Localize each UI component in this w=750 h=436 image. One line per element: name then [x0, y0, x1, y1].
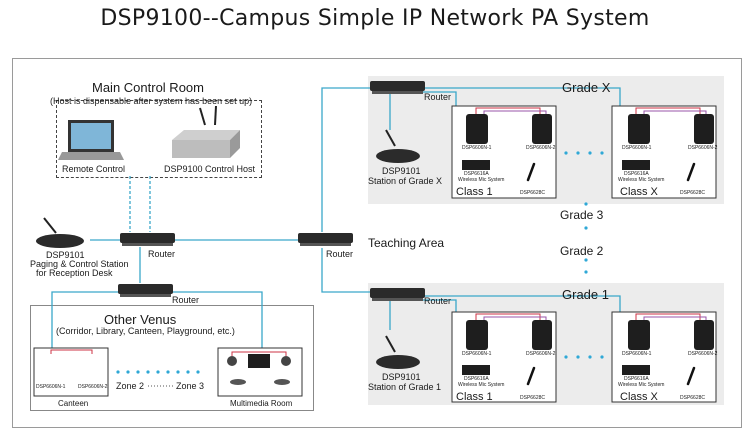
laptop-icon [58, 120, 124, 160]
wireless-receiver-icon [622, 365, 650, 375]
speaker-icon [532, 114, 552, 144]
amp-label: Wireless Mic System [618, 177, 665, 183]
router-icon [118, 284, 173, 297]
multimedia-room-label: Multimedia Room [230, 399, 293, 408]
amp-label: Wireless Mic System [618, 382, 665, 388]
reception-model: DSP9101 [46, 250, 85, 260]
grade-x-station-label: Station of Grade X [368, 176, 443, 186]
speaker-label: DSP6606N-2 [688, 145, 718, 151]
grade-1-station-label: Station of Grade 1 [368, 382, 442, 392]
amp-model: DSP6616A [464, 171, 489, 177]
classroom-audio-links [475, 107, 707, 320]
speaker-label: DSP6606N-1 [622, 145, 652, 151]
other-venus-sub: (Corridor, Library, Canteen, Playground,… [56, 326, 235, 336]
control-host-icon [172, 105, 240, 158]
zone-3-label: Zone 3 [176, 381, 205, 391]
speaker-label: DSP6606N-1 [462, 351, 492, 357]
canteen-label: Canteen [58, 399, 89, 408]
wireless-mic-icon [686, 366, 696, 386]
grade-x-heading: Grade X [562, 80, 611, 95]
speaker-icon [532, 320, 552, 350]
canteen-speaker-1: DSP6606N-1 [36, 384, 66, 390]
other-venus-heading: Other Venus [104, 312, 177, 327]
speaker-icon [466, 114, 488, 144]
grade-2-label: Grade 2 [560, 244, 604, 258]
speaker-label: DSP6606N-1 [462, 145, 492, 151]
paging-station-icon [376, 129, 420, 163]
teaching-area-label: Teaching Area [368, 236, 445, 250]
main-control-room-box [56, 100, 262, 178]
multimedia-equipment-icon [227, 351, 291, 385]
canteen-box [33, 347, 109, 397]
canteen-speaker-2: DSP6606N-2 [78, 384, 108, 390]
zone-2-label: Zone 2 [116, 381, 145, 391]
mic-label: DSP6628C [680, 395, 706, 401]
grade-1-heading: Grade 1 [562, 287, 609, 302]
amp-model: DSP6616A [624, 376, 649, 382]
router-label: Router [326, 249, 354, 259]
grade-1-station-model: DSP9101 [382, 372, 421, 382]
wireless-receiver-icon [462, 365, 490, 375]
grade-3-label: Grade 3 [560, 208, 604, 222]
remote-control-label: Remote Control [62, 164, 126, 174]
speaker-icon [628, 320, 650, 350]
amp-model: DSP6616A [464, 376, 489, 382]
main-control-room-heading: Main Control Room [92, 80, 204, 95]
speaker-icon [628, 114, 650, 144]
amp-label: Wireless Mic System [458, 382, 505, 388]
grade-x-class1: Class 1 [456, 186, 493, 198]
grade-1-classx: Class X [620, 391, 658, 403]
grade-x-classx: Class X [620, 186, 658, 198]
reception-line2: for Reception Desk [36, 268, 113, 278]
router-icon [370, 81, 425, 94]
speaker-label: DSP6606N-1 [622, 351, 652, 357]
speaker-label: DSP6606N-2 [688, 351, 718, 357]
paging-station-icon [376, 335, 420, 369]
router-label: Router [424, 296, 452, 306]
reception-line1: Paging & Control Station [30, 259, 129, 269]
speaker-icon [694, 320, 714, 350]
mic-label: DSP6628C [520, 190, 546, 196]
dotted-ellipsis [116, 151, 604, 374]
wireless-receiver-icon [462, 160, 490, 170]
mic-label: DSP6628C [680, 190, 706, 196]
speaker-icon [694, 114, 714, 144]
router-label: Router [148, 249, 176, 259]
router-icon [120, 233, 175, 246]
wireless-mic-icon [526, 366, 536, 386]
speaker-label: DSP6606N-2 [526, 351, 556, 357]
mic-label: DSP6628C [520, 395, 546, 401]
amp-label: Wireless Mic System [458, 177, 505, 183]
diagram-frame [12, 58, 742, 428]
paging-station-icon [36, 217, 84, 248]
other-venus-box [30, 305, 314, 411]
grade-x-station-model: DSP9101 [382, 166, 421, 176]
main-control-room-note: (Host is dispensable after system has be… [50, 96, 253, 106]
router-icon [370, 288, 425, 301]
amp-model: DSP6616A [624, 171, 649, 177]
speaker-icon [466, 320, 488, 350]
control-host-label: DSP9100 Control Host [164, 164, 256, 174]
grade-1-class1: Class 1 [456, 391, 493, 403]
wireless-mic-icon [526, 162, 536, 182]
router-label: Router [424, 92, 452, 102]
wireless-mic-icon [686, 162, 696, 182]
router-label: Router [172, 295, 200, 305]
speaker-label: DSP6606N-2 [526, 145, 556, 151]
wireless-receiver-icon [622, 160, 650, 170]
page-title: DSP9100--Campus Simple IP Network PA Sys… [100, 6, 650, 31]
router-icon [298, 233, 353, 246]
